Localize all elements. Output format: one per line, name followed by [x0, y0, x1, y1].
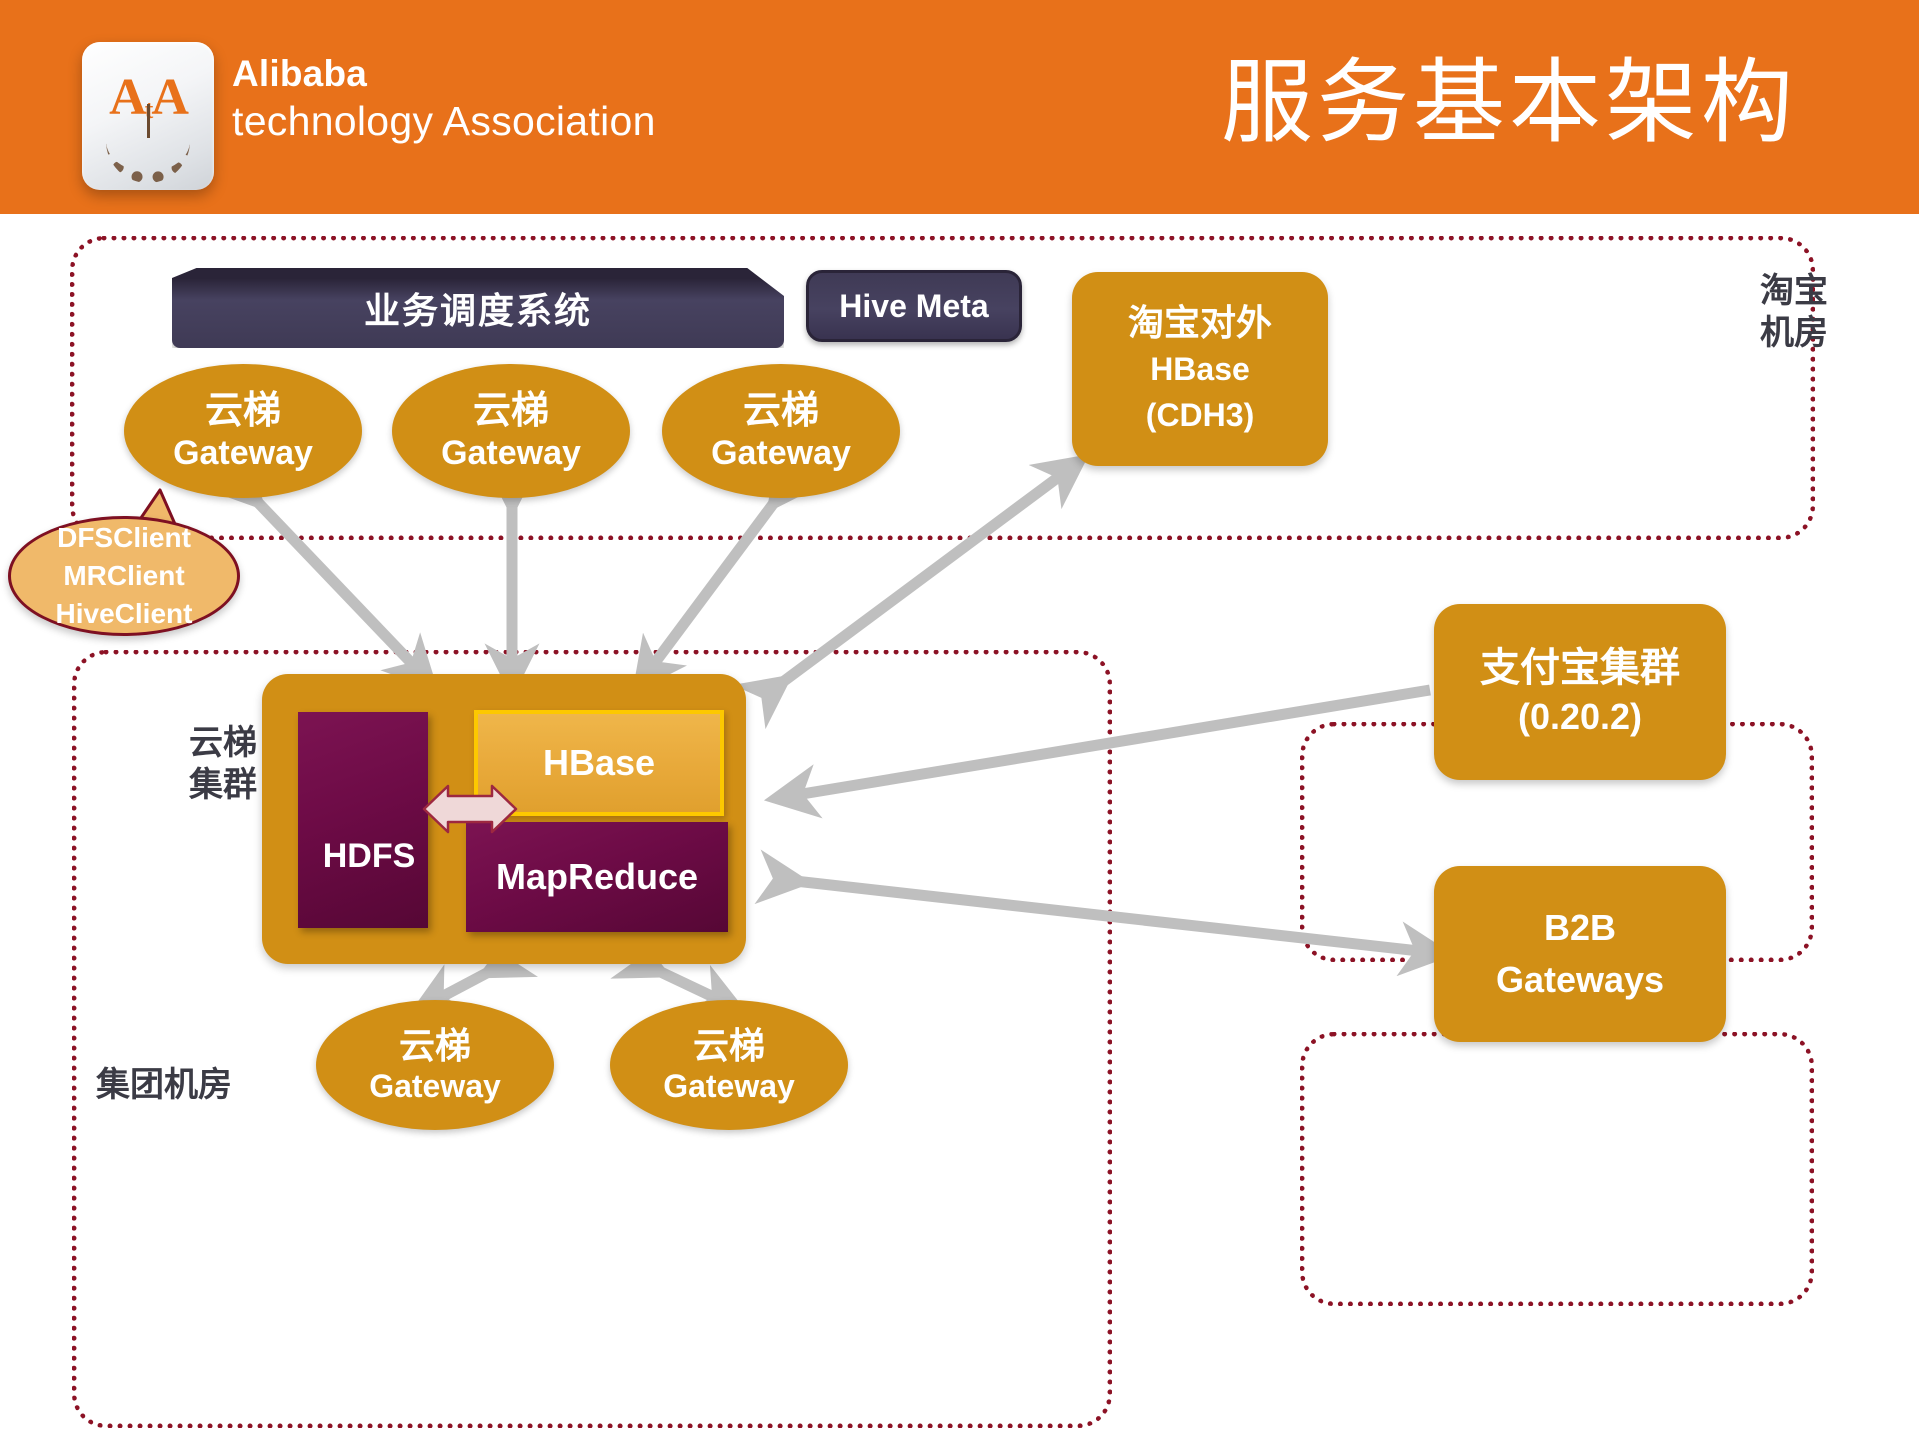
gateway-node-5[interactable]: 云梯 Gateway: [610, 1000, 848, 1130]
taobao-hbase-line-1: 淘宝对外: [1127, 302, 1272, 343]
hdfs-block[interactable]: HDFS: [298, 712, 428, 928]
taobao-hbase-line-3: (CDH3): [1145, 397, 1255, 433]
b2b-gateways-node[interactable]: B2B Gateways: [1434, 866, 1726, 1042]
brand-line-2: technology Association: [232, 98, 656, 144]
gateway-label-cn: 云梯: [472, 390, 549, 432]
alipay-line-1: 支付宝集群: [1480, 646, 1680, 690]
ata-logo: AtA: [82, 42, 214, 190]
gateway-label-cn: 云梯: [692, 1025, 765, 1066]
gateway-label-cn: 云梯: [398, 1025, 471, 1066]
callout-line-3: HiveClient: [55, 598, 193, 629]
gateway-label-en: Gateway: [369, 1068, 501, 1104]
hdfs-label: HDFS: [322, 836, 416, 875]
zone-group-label: 集团机房: [96, 1066, 232, 1104]
client-callout: DFSClient MRClient HiveClient: [8, 488, 240, 638]
hive-meta-node[interactable]: Hive Meta: [806, 270, 1022, 342]
callout-line-1: DFSClient: [57, 522, 191, 553]
ata-logo-stem: [147, 104, 150, 138]
gateway-node-3[interactable]: 云梯 Gateway: [662, 364, 900, 498]
b2b-line-2: Gateways: [1495, 959, 1665, 1000]
client-callout-bubble: DFSClient MRClient HiveClient: [8, 516, 240, 636]
cluster-label: 云梯 集群: [189, 724, 257, 804]
alipay-line-2: (0.20.2): [1517, 696, 1643, 737]
gateway-label-en: Gateway: [441, 434, 581, 472]
gateway-label-en: Gateway: [663, 1068, 795, 1104]
taobao-hbase-line-2: HBase: [1150, 351, 1250, 387]
header-band: AtA Alibaba technology Association 服务基本架…: [0, 0, 1919, 214]
taobao-external-hbase-node[interactable]: 淘宝对外 HBase (CDH3): [1072, 272, 1328, 466]
gateway-label-cn: 云梯: [742, 390, 819, 432]
zone-b2b: [1300, 1032, 1814, 1306]
callout-line-2: MRClient: [63, 560, 185, 591]
yunti-cluster-node[interactable]: HDFS HBase MapReduce: [262, 674, 746, 964]
page-title: 服务基本架构: [1220, 52, 1797, 154]
alipay-cluster-node[interactable]: 支付宝集群 (0.20.2): [1434, 604, 1726, 780]
hbase-block[interactable]: HBase: [474, 710, 724, 816]
b2b-line-1: B2B: [1543, 907, 1617, 948]
ata-logo-arc: [106, 128, 190, 183]
gateway-label-cn: 云梯: [204, 390, 281, 432]
zone-group-datacenter: [72, 650, 1112, 1428]
gateway-node-4[interactable]: 云梯 Gateway: [316, 1000, 554, 1130]
zone-taobao-label: 淘宝 机房: [1760, 272, 1828, 352]
brand-line-1: Alibaba: [232, 53, 368, 94]
gateway-node-2[interactable]: 云梯 Gateway: [392, 364, 630, 498]
gateway-label-en: Gateway: [711, 434, 851, 472]
mapreduce-block[interactable]: MapReduce: [466, 822, 728, 932]
scheduler-banner[interactable]: 业务调度系统: [172, 268, 784, 348]
gateway-label-en: Gateway: [173, 434, 313, 472]
brand-text: Alibaba technology Association: [232, 52, 656, 146]
gateway-node-1[interactable]: 云梯 Gateway: [124, 364, 362, 498]
bidirectional-swap-arrow-icon: [422, 784, 518, 834]
